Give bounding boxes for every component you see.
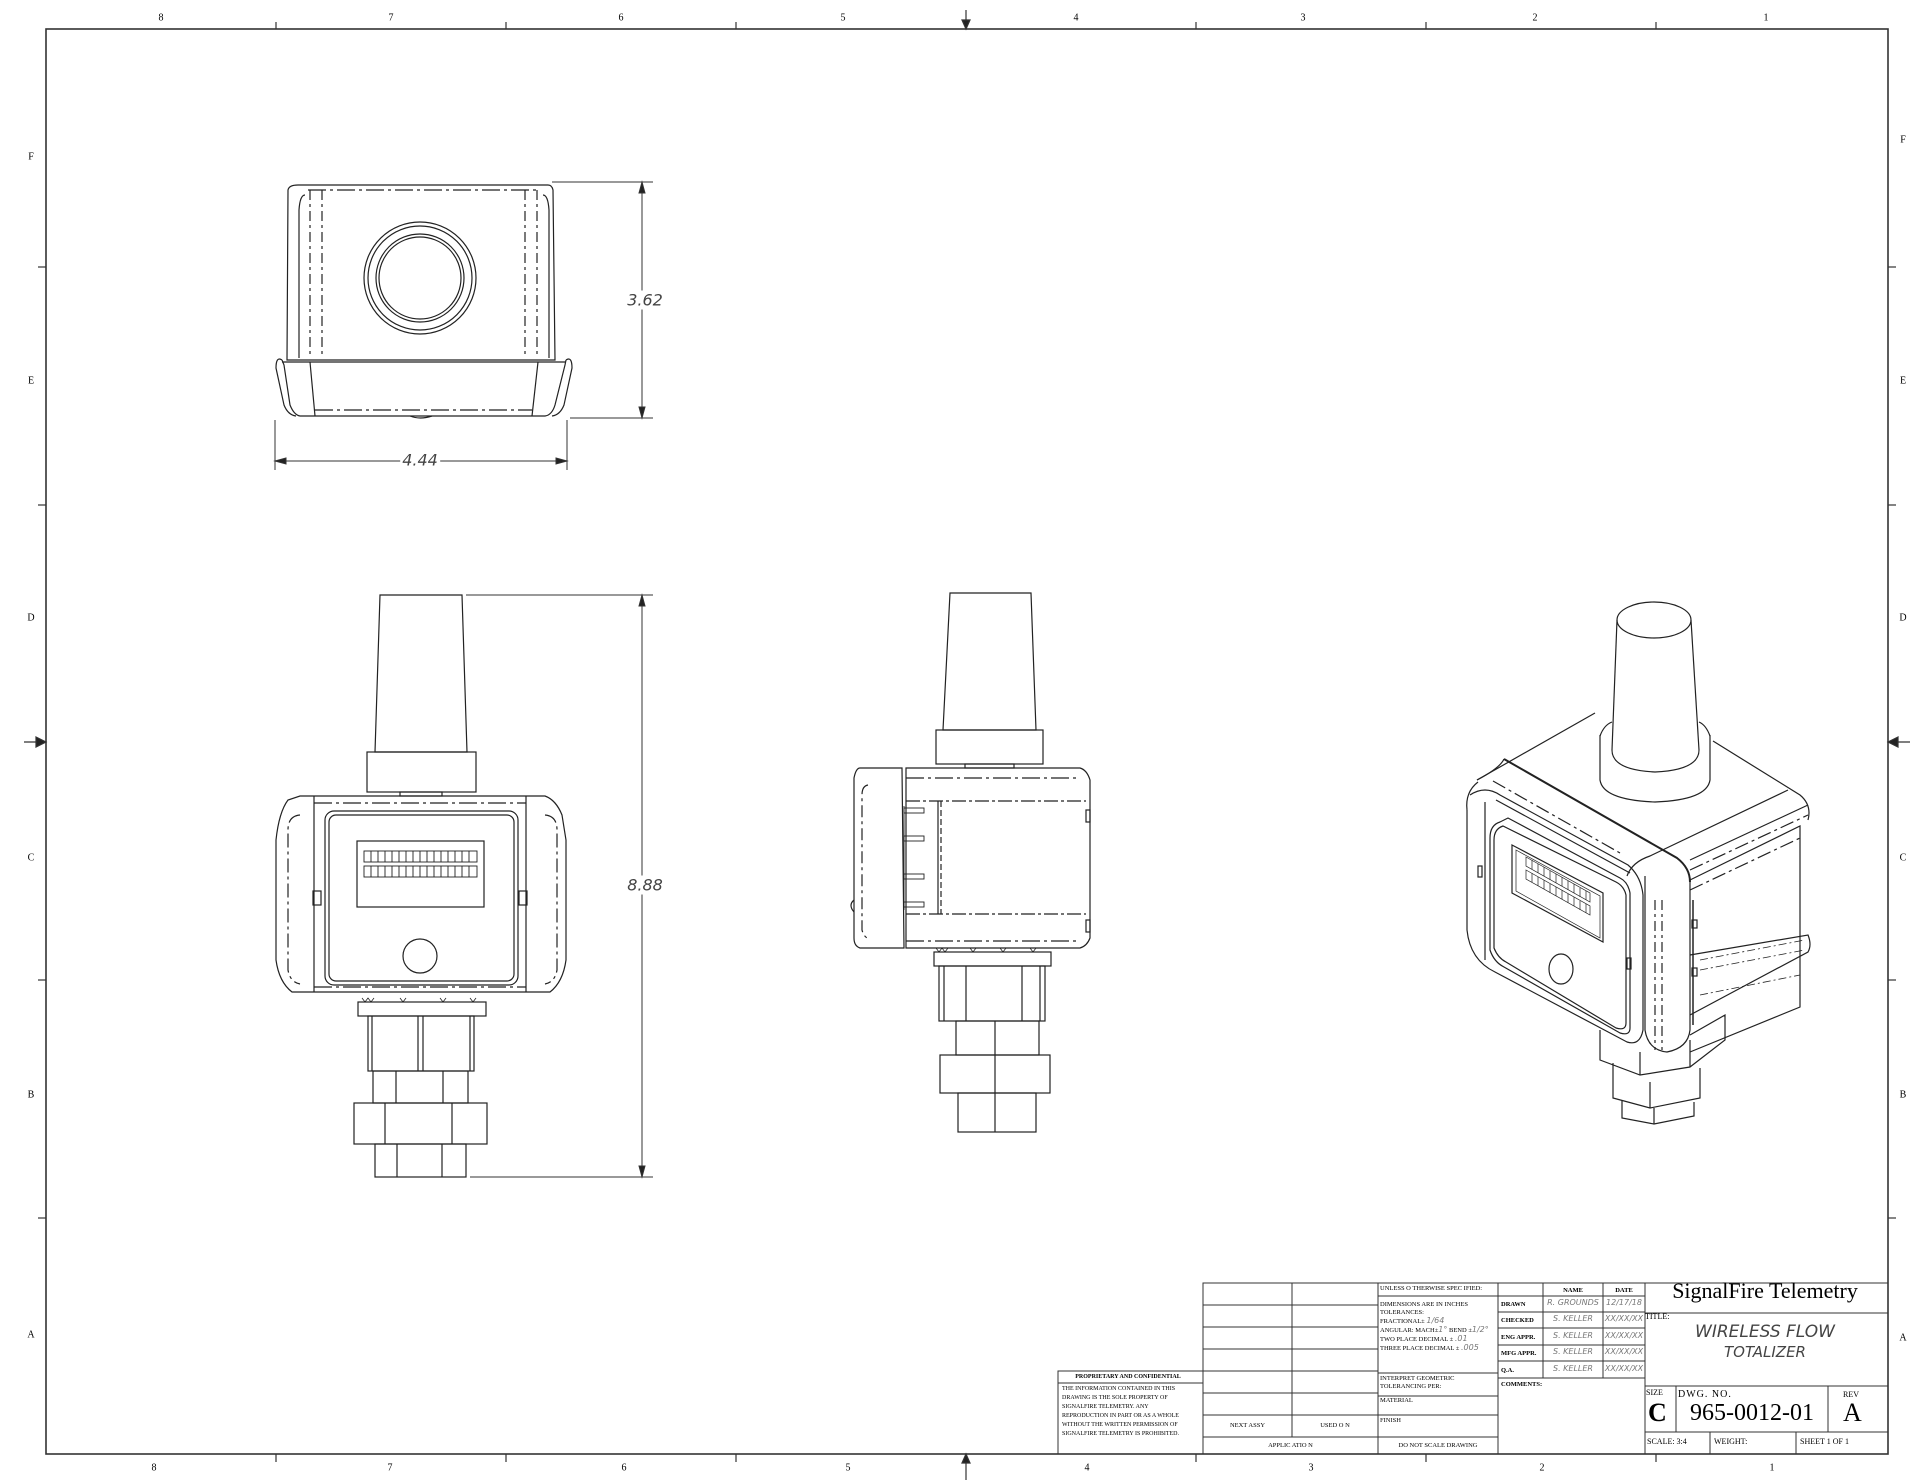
comments-label: COMMENTS: [1501, 1381, 1543, 1388]
zone-ticks-bottom [275, 1452, 1657, 1480]
scale: SCALE: 3:4 [1647, 1437, 1687, 1446]
dimensions-units: DIMENSIONS ARE IN INCHES [1380, 1301, 1468, 1308]
zone-row-label: D [27, 612, 35, 624]
zone-ticks-top [275, 10, 1657, 31]
two-place-tolerance: TWO PLACE DECIMAL ± .01 [1380, 1334, 1468, 1344]
zone-row-label: E [27, 375, 35, 387]
zone-col-label: 2 [1539, 1462, 1545, 1474]
side-view-clips [903, 806, 925, 910]
zone-col-label: 2 [1532, 12, 1538, 24]
zone-row-label: A [27, 1329, 35, 1341]
zone-row-label: C [1899, 852, 1907, 864]
zone-row-label: F [1900, 134, 1906, 146]
approvals-header-date: DATE [1615, 1287, 1633, 1294]
zone-row-label: A [1899, 1332, 1907, 1344]
zone-row-label: D [1899, 612, 1907, 624]
top-view-dimensions [273, 180, 653, 470]
company-name: SignalFire Telemetry [1672, 1278, 1858, 1303]
finish-label: FINISH [1380, 1417, 1401, 1424]
drawing-title-line1: WIRELESS FLOW [1695, 1322, 1835, 1342]
side-view [850, 592, 1091, 1133]
drawing-title: WIRELESS FLOW TOTALIZER [1645, 1322, 1885, 1362]
do-not-scale-drawing: DO NOT SCALE DRAWING [1398, 1442, 1478, 1449]
three-place-tolerance: THREE PLACE DECIMAL ± .005 [1380, 1343, 1479, 1353]
next-assy-label: NEXT ASSY [1229, 1422, 1266, 1429]
dimension-width-top-view: 4.44 [400, 450, 440, 470]
application-label: APPLIC ATIO N [1268, 1442, 1313, 1449]
front-view [275, 594, 567, 1178]
title-label: TITLE: [1645, 1312, 1670, 1321]
fractional-tolerance: FRACTIONAL± 1/64 [1380, 1316, 1445, 1326]
zone-col-label: 1 [1769, 1462, 1775, 1474]
zone-row-label: B [27, 1089, 35, 1101]
proprietary-notice: PROPRIETARY AND CONFIDENTIAL THE INFORMA… [1058, 1371, 1198, 1439]
zone-col-label: 4 [1084, 1462, 1090, 1474]
used-on-label: USED O N [1320, 1422, 1350, 1429]
zone-col-label: 5 [840, 12, 846, 24]
zone-ticks-right [1886, 266, 1910, 1219]
proprietary-heading: PROPRIETARY AND CONFIDENTIAL [1075, 1374, 1181, 1380]
material-label: MATERIAL [1380, 1397, 1413, 1404]
lcd-segments [363, 850, 478, 878]
zone-col-label: 6 [618, 12, 624, 24]
interpret-geometric-tolerancing: INTERPRET GEOMETRIC TOLERANCING PER: [1380, 1375, 1455, 1390]
zone-row-label: E [1899, 375, 1907, 387]
zone-row-label: F [28, 151, 34, 163]
revision-label: REV [1843, 1390, 1859, 1399]
unless-otherwise-specified: UNLESS O THERWISE SPEC IFIED: [1380, 1285, 1483, 1292]
zone-col-label: 3 [1300, 12, 1306, 24]
drawing-title-line2: TOTALIZER [1724, 1343, 1806, 1361]
zone-col-label: 3 [1308, 1462, 1314, 1474]
drawing-number: 965-0012-01 [1690, 1400, 1814, 1426]
proprietary-body: THE INFORMATION CONTAINED IN THIS DRAWIN… [1062, 1386, 1179, 1437]
approvals-header-name: NAME [1563, 1287, 1583, 1294]
zone-ticks-left [24, 266, 48, 1219]
zone-col-label: 8 [158, 12, 164, 24]
isometric-view [1466, 601, 1811, 1125]
drawing-number-label: DWG. NO. [1678, 1389, 1732, 1400]
zone-col-label: 5 [845, 1462, 851, 1474]
zone-col-label: 8 [151, 1462, 157, 1474]
size-label: SIZE [1646, 1388, 1663, 1397]
zone-col-label: 6 [621, 1462, 627, 1474]
size-value: C [1648, 1398, 1667, 1427]
dimension-overall-height: 8.88 [625, 875, 665, 895]
zone-row-label: B [1899, 1089, 1907, 1101]
tolerances-label: TOLERANCES: [1380, 1309, 1424, 1316]
dimension-height-top-view: 3.62 [625, 290, 665, 310]
weight-label: WEIGHT: [1714, 1437, 1748, 1446]
angular-tolerance: ANGULAR: MACH±1° BEND ±1/2° [1380, 1325, 1489, 1335]
zone-col-label: 1 [1763, 12, 1769, 24]
zone-row-label: C [27, 852, 35, 864]
sheet-border [45, 28, 1889, 1455]
tolerance-notes: DIMENSIONS ARE IN INCHES TOLERANCES: FRA… [1380, 1301, 1498, 1353]
sheet-number: SHEET 1 OF 1 [1800, 1437, 1849, 1446]
zone-col-label: 4 [1073, 12, 1079, 24]
zone-col-label: 7 [388, 12, 394, 24]
top-view [275, 184, 573, 419]
title-block-grid [1057, 1282, 1889, 1455]
zone-col-label: 7 [387, 1462, 393, 1474]
iso-lcd-segments [1525, 856, 1591, 916]
revision-value: A [1843, 1398, 1862, 1427]
